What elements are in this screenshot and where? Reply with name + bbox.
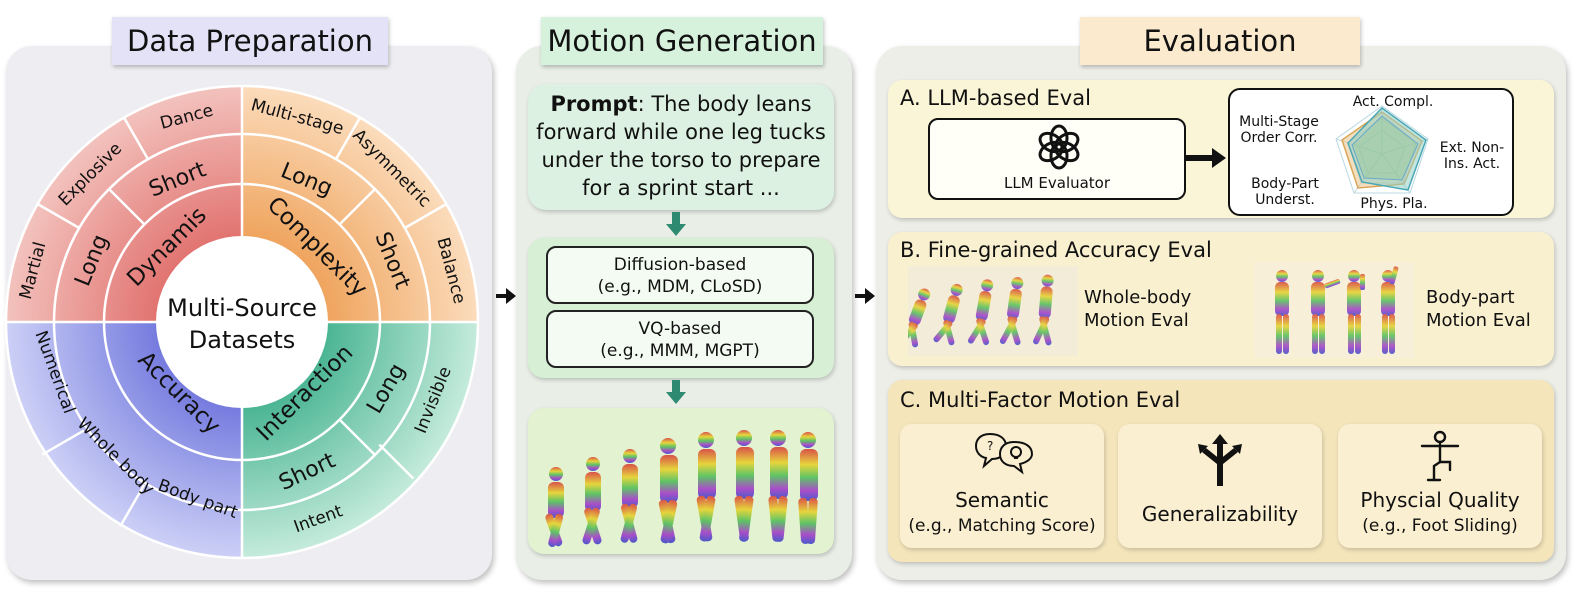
vq-model-name: VQ-based	[638, 319, 722, 339]
sunburst-center	[156, 236, 328, 408]
radar-chart	[1335, 105, 1429, 194]
semantic-sub-label: (e.g., Matching Score)	[908, 516, 1096, 536]
generated-motion-image	[528, 408, 834, 554]
multi-factor-eval-section: C. Multi-Factor Motion Eval ? Semantic (…	[888, 380, 1554, 562]
arrow-right-icon	[1186, 148, 1226, 168]
center-label-line2: Datasets	[189, 326, 296, 354]
semantic-card: ? Semantic (e.g., Matching Score)	[900, 424, 1104, 548]
llm-eval-title: A. LLM-based Eval	[900, 86, 1091, 110]
diffusion-model-card: Diffusion-based (e.g., MDM, CLoSD)	[546, 246, 814, 304]
arrow-down-icon	[666, 212, 686, 236]
arrow-right-icon	[855, 288, 875, 304]
svg-text:?: ?	[987, 439, 993, 453]
prompt-text: : The body leans forward while one leg t…	[536, 92, 826, 200]
person-balance-icon	[1420, 430, 1460, 482]
multi-factor-eval-title: C. Multi-Factor Motion Eval	[900, 388, 1181, 412]
motion-generation-title: Motion Generation	[541, 17, 823, 65]
prompt-box: Prompt: The body leans forward while one…	[528, 84, 834, 210]
models-box: Diffusion-based (e.g., MDM, CLoSD) VQ-ba…	[528, 238, 834, 378]
semantic-label: Semantic	[955, 488, 1049, 512]
radar-chart-box: Act. Compl. Ext. Non-Ins. Act. Phys. Pla…	[1228, 88, 1514, 216]
accuracy-eval-section: B. Fine-grained Accuracy Eval Whole-body…	[888, 232, 1554, 366]
chat-bulb-icon: ?	[974, 432, 1034, 475]
radar-label-act-compl: Act. Compl.	[1352, 94, 1434, 110]
openai-logo-icon	[1038, 124, 1080, 170]
generalizability-label: Generalizability	[1141, 502, 1299, 526]
llm-evaluator-box: LLM Evaluator	[928, 118, 1186, 200]
diffusion-model-name: Diffusion-based	[613, 255, 747, 275]
llm-evaluator-label: LLM Evaluator	[1003, 174, 1111, 192]
evaluation-title: Evaluation	[1080, 17, 1360, 65]
generalizability-card: Generalizability	[1118, 424, 1322, 548]
physical-quality-sub-label: (e.g., Foot Sliding)	[1362, 516, 1518, 536]
data-preparation-title: Data Preparation	[112, 17, 388, 65]
prompt-label: Prompt	[550, 92, 638, 116]
arrow-down-icon	[666, 380, 686, 404]
split-arrow-icon	[1198, 434, 1242, 486]
accuracy-eval-title: B. Fine-grained Accuracy Eval	[900, 238, 1212, 262]
diffusion-model-examples: (e.g., MDM, CLoSD)	[597, 277, 763, 297]
arrow-right-icon	[496, 288, 516, 304]
physical-quality-label: Physcial Quality	[1360, 488, 1520, 512]
center-label-line1: Multi-Source	[167, 294, 317, 322]
radar-label-ext-non-ins: Ext. Non-Ins. Act.	[1439, 140, 1505, 172]
vq-model-examples: (e.g., MMM, MGPT)	[600, 341, 760, 361]
radar-label-phys-pla: Phys. Pla.	[1360, 196, 1428, 212]
vq-model-card: VQ-based (e.g., MMM, MGPT)	[546, 310, 814, 368]
physical-quality-card: Physcial Quality (e.g., Foot Sliding)	[1338, 424, 1542, 548]
whole-body-motion-illustration	[908, 266, 1078, 356]
llm-eval-section: A. LLM-based Eval LLM Evaluator	[888, 80, 1554, 218]
dataset-sunburst: Multi-Source Datasets Dynamis Complexity…	[4, 84, 480, 560]
running-figures-illustration	[545, 430, 818, 547]
body-part-motion-illustration	[1254, 262, 1414, 358]
